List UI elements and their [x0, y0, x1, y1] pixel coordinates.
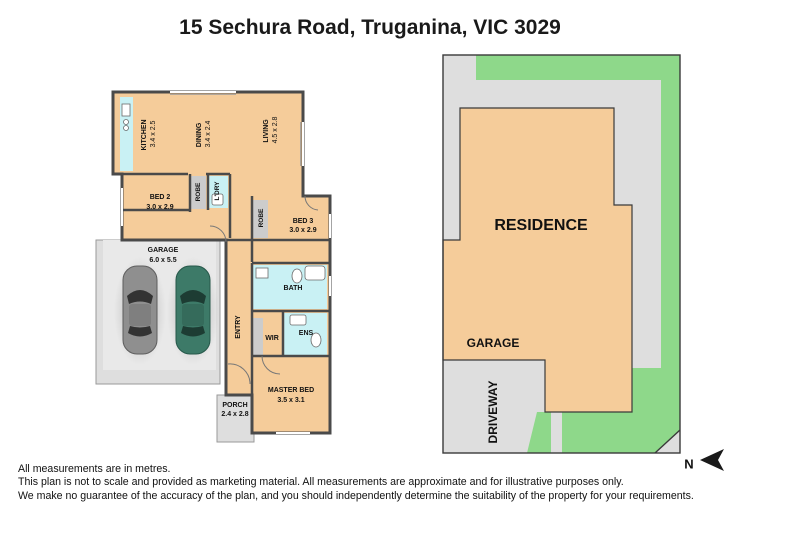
north-arrow-icon: N: [684, 449, 724, 471]
entry-label: ENTRY: [235, 315, 242, 339]
svg-text:DINING 3.4 x 2.4: DINING 3.4 x 2.4: [196, 120, 212, 147]
grey-car-icon: [122, 265, 158, 355]
site-boundary: [442, 54, 681, 454]
garage-size: 6.0 x 5.5: [149, 257, 176, 264]
floor-plan: KITCHEN 3.4 x 2.5 DINING 3.4 x 2.4 LIVIN…: [95, 90, 332, 443]
site-boundary-corner: [654, 429, 681, 454]
residence-label: RESIDENCE: [494, 217, 588, 234]
driveway-label: DRIVEWAY: [486, 381, 500, 444]
kitchen-size: 3.4 x 2.5: [150, 120, 157, 147]
svg-text:LIVING 4.5 x 2.8: LIVING 4.5 x 2.8: [263, 116, 279, 143]
site-garage-label: GARAGE: [467, 336, 520, 350]
room-labels: KITCHEN 3.4 x 2.5 DINING 3.4 x 2.4 LIVIN…: [141, 116, 317, 418]
porch-label: PORCH: [222, 402, 247, 409]
laundry-label: L'DRY: [214, 181, 221, 201]
disclaimer-line-2: This plan is not to scale and provided a…: [18, 476, 624, 489]
robe-2-shelf: [253, 200, 268, 238]
parked-cars: [114, 257, 219, 365]
property-address-title: 15 Sechura Road, Truganina, VIC 3029: [179, 16, 561, 39]
bath-label: BATH: [284, 285, 303, 292]
wir-label: WIR: [265, 335, 279, 342]
disclaimer: All measurements are in metres. This pla…: [18, 463, 788, 503]
porch-size: 2.4 x 2.8: [221, 411, 248, 418]
site-residence: [442, 107, 633, 413]
robe-1-shelf: [191, 176, 206, 209]
disclaimer-line-1: All measurements are in metres.: [18, 463, 171, 475]
garage-label: GARAGE: [148, 247, 179, 254]
kitchen-label: KITCHEN: [141, 119, 148, 150]
svg-text:KITCHEN 3.4 x 2.5: KITCHEN 3.4 x 2.5: [141, 117, 157, 150]
green-car-icon: [175, 265, 211, 355]
robe-2-label: ROBE: [258, 208, 265, 227]
dining-label: DINING: [196, 122, 203, 147]
living-label: LIVING: [263, 119, 270, 143]
bed2-size: 3.0 x 2.9: [146, 204, 173, 211]
site-plan: RESIDENCE GARAGE DRIVEWAY N: [442, 54, 724, 471]
dining-size: 3.4 x 2.4: [205, 120, 212, 147]
front-lawn-strip: [527, 412, 551, 453]
door-swings: [209, 195, 319, 385]
ensuite-label: ENS: [299, 330, 314, 337]
living-size: 4.5 x 2.8: [272, 116, 279, 143]
robe-1-label: ROBE: [195, 182, 202, 201]
bed2-label: BED 2: [150, 194, 171, 201]
north-label: N: [684, 456, 693, 471]
disclaimer-line-3: We make no guarantee of the accuracy of …: [18, 489, 694, 502]
site-lawn: [476, 55, 680, 453]
master-bed-label: MASTER BED: [268, 387, 314, 394]
bed3-label: BED 3: [293, 218, 314, 225]
fixtures: [121, 103, 326, 348]
internal-walls: [122, 172, 330, 433]
master-bed-size: 3.5 x 3.1: [277, 397, 304, 404]
windows: [121, 91, 331, 434]
wir-shelf: [253, 318, 263, 356]
bed3-size: 3.0 x 2.9: [289, 227, 316, 234]
